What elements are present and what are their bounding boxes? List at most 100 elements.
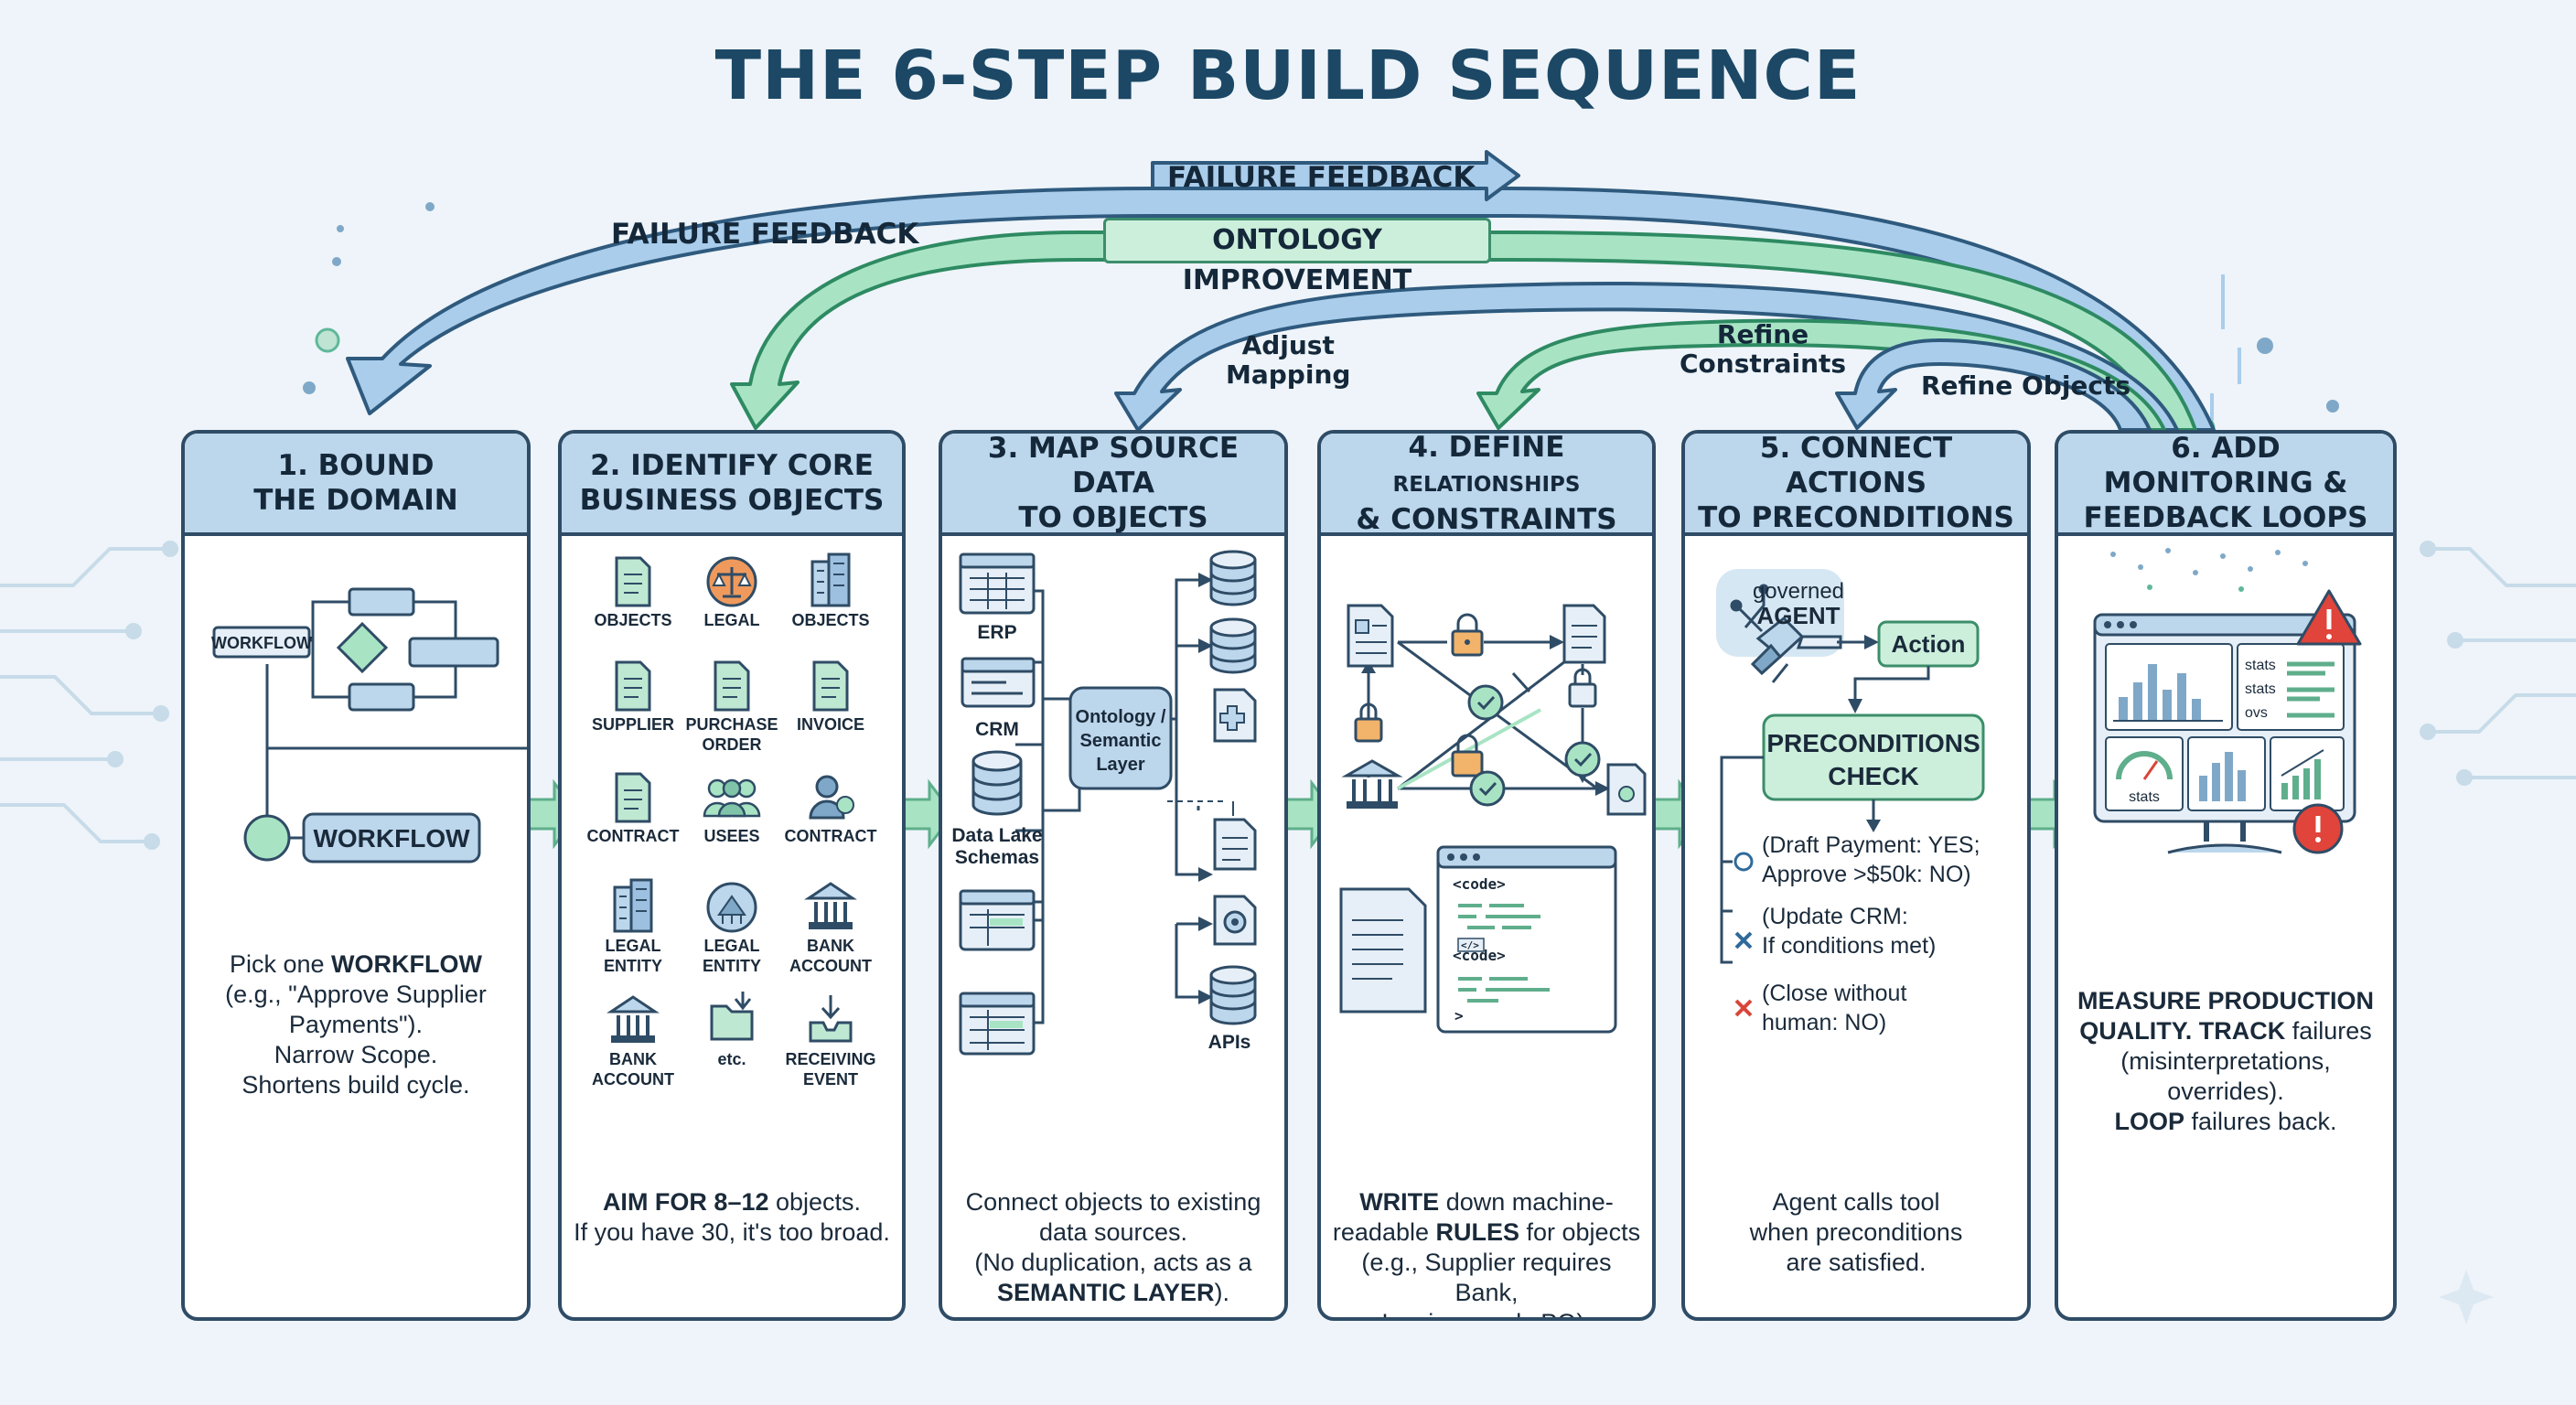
object-label: BANK xyxy=(807,937,854,955)
check-label-2: CHECK xyxy=(1828,762,1919,790)
start-node-icon xyxy=(243,814,291,862)
schema-window-icon xyxy=(959,992,1036,1056)
object-label: LEGAL xyxy=(606,937,661,955)
lock-icon xyxy=(1354,702,1383,743)
lock-icon xyxy=(1451,613,1484,657)
object-label: etc. xyxy=(717,1050,746,1068)
object-label: ENTITY xyxy=(703,957,761,975)
step-2-description: AIM FOR 8–12 objects. If you have 30, it… xyxy=(574,1188,890,1246)
action-label: Action xyxy=(1892,630,1966,658)
condition-2-line-2: If conditions met) xyxy=(1762,933,1936,959)
check-circle-icon xyxy=(1564,741,1601,778)
mini-bar-card xyxy=(2187,736,2266,811)
warning-triangle-icon xyxy=(2296,589,2362,646)
gauge-stats-label: stats xyxy=(2129,789,2160,805)
step-1-description: Pick one WORKFLOW (e.g., "Approve Suppli… xyxy=(225,950,487,1099)
lock-icon xyxy=(1568,668,1597,708)
data-lake-label-2: Schemas xyxy=(955,847,1039,868)
workflow-diagram: WORKFLOW WORKFLOW xyxy=(211,587,527,863)
person-icon xyxy=(809,775,854,820)
condition-blue-cross-icon xyxy=(1734,931,1753,949)
document-icon xyxy=(615,556,651,607)
process-box-icon xyxy=(348,682,415,712)
process-box-icon xyxy=(348,587,415,617)
erp-window-icon xyxy=(959,552,1036,615)
object-label: ENTITY xyxy=(604,957,662,975)
crm-label: CRM xyxy=(975,719,1019,740)
trend-card xyxy=(2270,736,2345,811)
object-label: PURCHASE xyxy=(685,715,778,734)
relationships-diagram: <code> <code> </> > xyxy=(1339,604,1647,1034)
apis-label: APIs xyxy=(1208,1032,1251,1053)
document-icon xyxy=(615,660,651,712)
code-closing-tag: </> xyxy=(1461,939,1479,951)
object-label: ACCOUNT xyxy=(789,957,872,975)
stats-label-2: stats xyxy=(2245,681,2276,697)
condition-open-circle-icon xyxy=(1733,852,1754,872)
object-label: SUPPLIER xyxy=(592,715,674,734)
workflow-main-box xyxy=(302,812,481,863)
target-object-icon xyxy=(1213,688,1257,743)
bank-icon xyxy=(606,995,660,1043)
page-title: THE 6-STEP BUILD SEQUENCE xyxy=(714,37,1862,115)
step-4-panel: 4. DEFINE RELATIONSHIPS& CONSTRAINTS xyxy=(1317,430,1656,1321)
decision-diamond-icon xyxy=(336,621,389,674)
data-lake-label-1: Data Lake xyxy=(951,825,1042,846)
document-icon xyxy=(812,660,849,712)
object-label: LEGAL xyxy=(704,937,760,955)
step-4-description: WRITE down machine- readable RULES for o… xyxy=(1332,1188,1641,1317)
alert-circle-icon xyxy=(2292,803,2344,854)
erp-label: ERP xyxy=(977,622,1016,643)
preconditions-diagram: governed AGENT Action PRECONDITIONS CHEC… xyxy=(1716,569,1985,1035)
object-label: ORDER xyxy=(702,735,761,754)
condition-1-line-2: Approve >$50k: NO) xyxy=(1762,862,1971,887)
condition-1-line-1: (Draft Payment: YES; xyxy=(1762,832,1980,858)
step-5-description: Agent calls tool when preconditions are … xyxy=(1749,1188,1963,1276)
scales-icon xyxy=(706,556,757,607)
inbox-icon xyxy=(809,995,853,1043)
api-database-icon xyxy=(1209,965,1257,1025)
folder-icon xyxy=(710,992,754,1041)
object-label: OBJECTS xyxy=(594,611,671,629)
code-tag-2: <code> xyxy=(1453,947,1506,964)
building-icon xyxy=(613,878,653,933)
condition-3-line-2: human: NO) xyxy=(1762,1010,1886,1035)
governed-label: governed xyxy=(1753,579,1844,604)
schema-window-icon xyxy=(959,889,1036,951)
data-lake-database-icon xyxy=(971,750,1023,816)
code-document-icon xyxy=(1339,887,1427,1014)
object-label: CONTRACT xyxy=(785,827,877,845)
building-icon xyxy=(810,552,851,607)
lock-icon xyxy=(1451,734,1484,778)
condition-3-line-1: (Close without xyxy=(1762,981,1906,1006)
workflow-main-label: WORKFLOW xyxy=(313,824,470,853)
document-icon xyxy=(1347,604,1394,668)
refine-objects-label: Refine Objects xyxy=(1921,370,2131,401)
stats-label-1: stats xyxy=(2245,658,2276,673)
object-label: CONTRACT xyxy=(587,827,680,845)
code-tag-1: <code> xyxy=(1453,875,1506,893)
failure-feedback-left-label: FAILURE FEEDBACK xyxy=(611,218,919,251)
step-4-title: 4. DEFINE RELATIONSHIPS& CONSTRAINTS xyxy=(1321,434,1652,536)
bar-chart-card xyxy=(2105,643,2233,731)
object-label: USEES xyxy=(703,827,759,845)
object-label: OBJECTS xyxy=(791,611,869,629)
agent-robot-arm-icon xyxy=(1730,584,1842,683)
business-objects-grid: OBJECTS LEGAL OBJECTS SUPPLIER PURCHASEORDER… xyxy=(587,552,877,1089)
step-6-panel: 6. ADD MONITORING &FEEDBACK LOOPS stats … xyxy=(2055,430,2397,1321)
document-icon xyxy=(1562,604,1606,664)
step-6-title: 6. ADD MONITORING &FEEDBACK LOOPS xyxy=(2058,434,2393,536)
check-label-1: PRECONDITIONS xyxy=(1766,729,1980,757)
layer-label-1: Ontology / xyxy=(1076,707,1166,727)
globe-icon xyxy=(706,882,757,933)
object-label: LEGAL xyxy=(704,611,760,629)
step-6-description: MEASURE PRODUCTION QUALITY. TRACK failur… xyxy=(2077,987,2374,1135)
object-label: BANK xyxy=(609,1050,657,1068)
source-mapping-diagram: ERP CRM Data Lake Schemas Ontol xyxy=(951,550,1257,1056)
